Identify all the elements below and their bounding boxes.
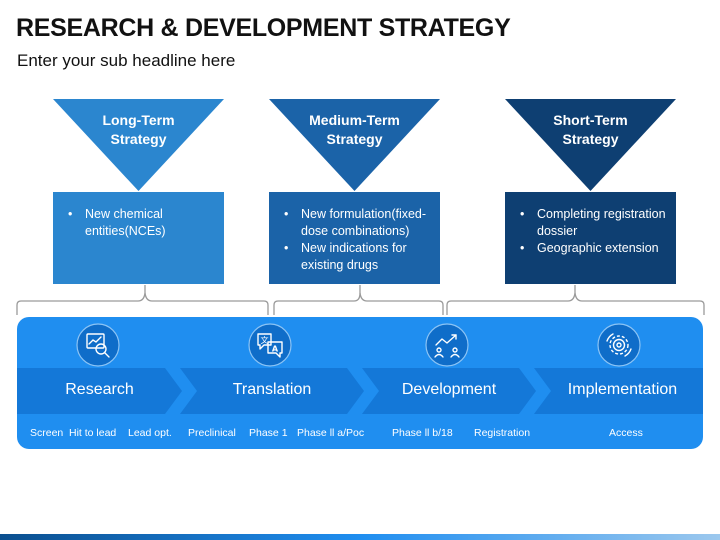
bullet-item: Geographic extension [515, 240, 666, 257]
page-subtitle: Enter your sub headline here [17, 51, 236, 70]
process-band: 文 A Res [17, 317, 703, 449]
implementation-gear-icon [597, 323, 641, 367]
chevron-research [17, 368, 182, 414]
sublabel-phase-2b: Phase ll b/18 [392, 427, 453, 439]
short-term-strategy-box: Completing registration dossier Geograph… [505, 192, 676, 284]
sublabel-registration: Registration [474, 427, 531, 439]
bullet-item: New indications for existing drugs [279, 240, 430, 273]
brace-medium-term-right [359, 292, 444, 315]
brace-long-term-right [144, 292, 269, 315]
bullet-item: Completing registration dossier [515, 206, 666, 239]
chevron-translation [180, 368, 364, 414]
stage-label-implementation: Implementation [567, 381, 678, 398]
bullet-item: New chemical entities(NCEs) [63, 206, 214, 239]
sublabel-lead-opt: Lead opt. [128, 427, 172, 439]
svg-text:文: 文 [261, 335, 269, 345]
sublabel-access: Access [609, 427, 643, 439]
stage-label-research: Research [65, 381, 134, 398]
brace-connectors [16, 285, 705, 315]
sublabel-screen: Screen [30, 427, 64, 439]
brace-long-term [16, 285, 146, 315]
brace-short-term-right [574, 292, 705, 315]
stage-label-translation: Translation [232, 381, 312, 398]
bullet-item: New formulation(fixed-dose combinations) [279, 206, 430, 239]
stage-chevrons [17, 368, 703, 414]
brace-short-term [446, 285, 576, 315]
page-title: RESEARCH & DEVELOPMENT STRATEGY [16, 14, 511, 42]
chevron-implementation [534, 368, 703, 414]
sublabel-phase-1: Phase 1 [249, 427, 288, 439]
development-chart-icon [425, 323, 469, 367]
research-analysis-icon [76, 323, 120, 367]
translation-icon: 文 A [248, 323, 292, 367]
stage-label-development: Development [401, 381, 497, 398]
sublabel-hit-to-lead: Hit to lead [69, 427, 117, 439]
chevron-development [362, 368, 536, 414]
bottom-accent-bar [0, 534, 720, 540]
brace-medium-term [273, 285, 361, 315]
medium-term-strategy-box: New formulation(fixed-dose combinations)… [269, 192, 440, 284]
long-term-strategy-box: New chemical entities(NCEs) [53, 192, 224, 284]
sublabel-phase-2a: Phase ll a/Poc [297, 427, 365, 439]
sublabel-preclinical: Preclinical [188, 427, 236, 439]
svg-text:A: A [272, 345, 279, 354]
